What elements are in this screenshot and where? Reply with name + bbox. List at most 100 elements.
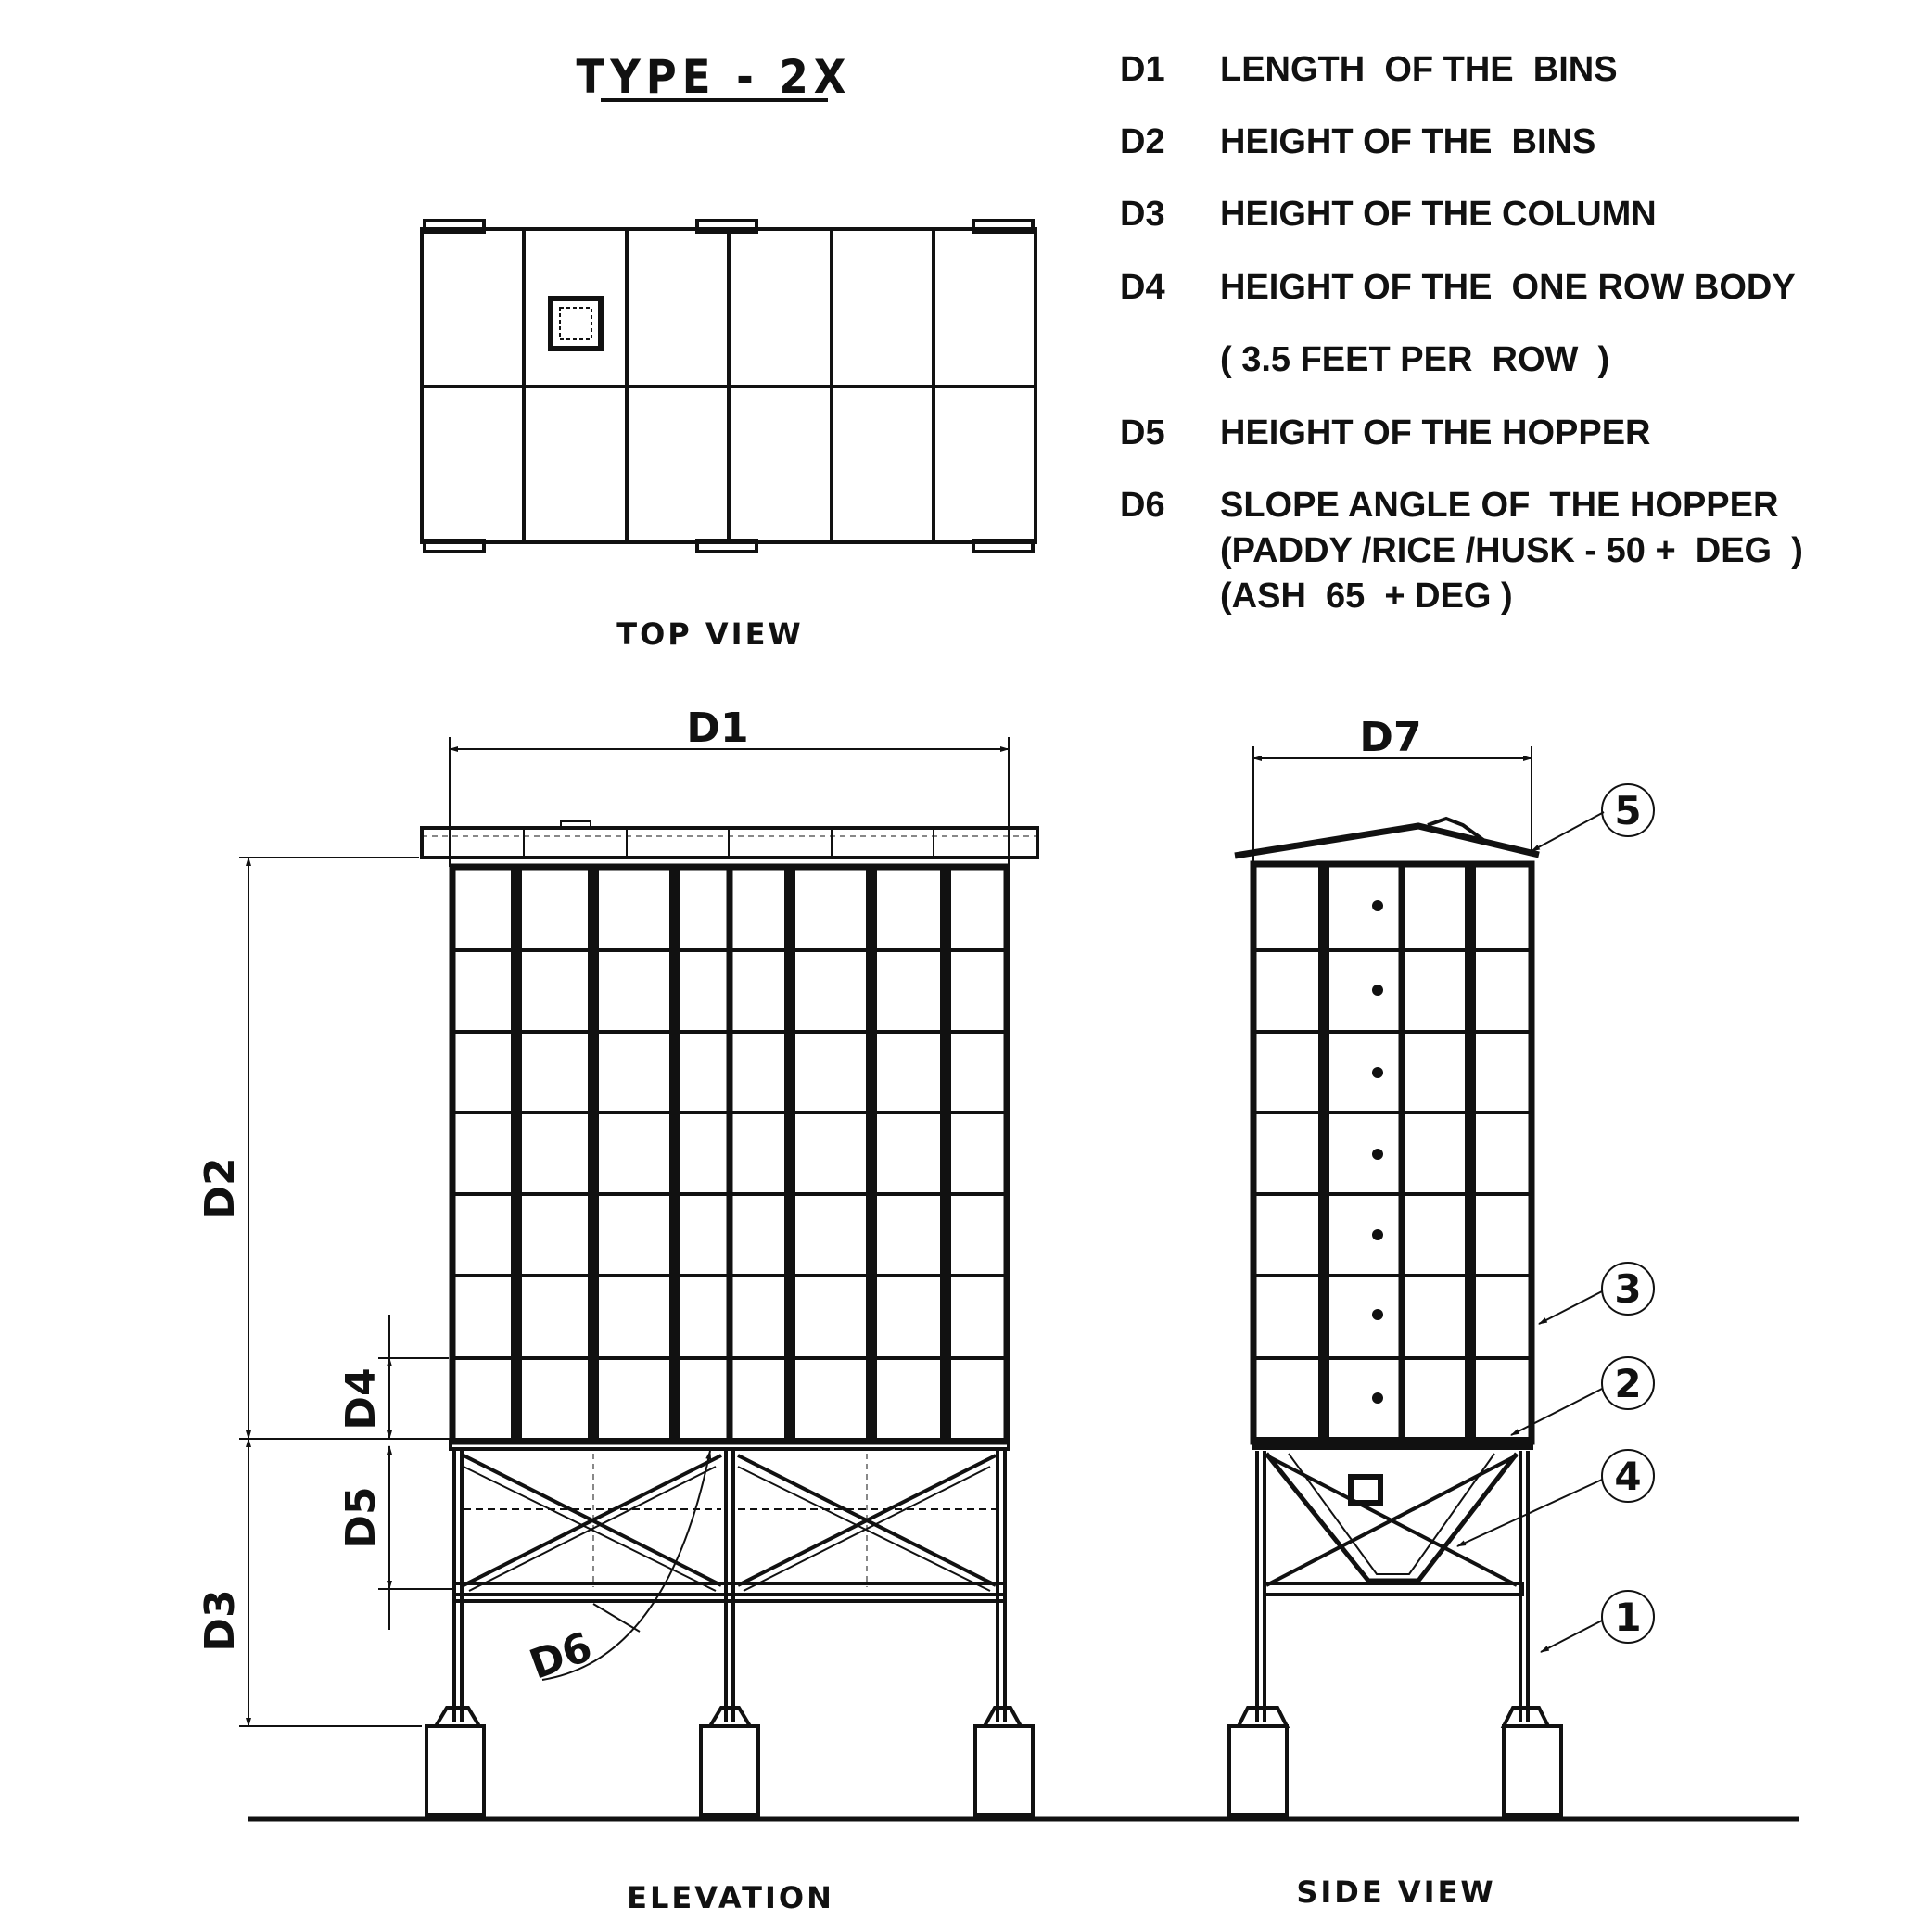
legend-item-d2: D2 HEIGHT OF THE BINS [1120, 122, 1595, 161]
legend-text: HEIGHT OF THE HOPPER [1220, 413, 1650, 452]
bracing [737, 1466, 991, 1592]
base-gusset [706, 1706, 754, 1728]
drawing-title: TYPE - 2X [577, 50, 852, 104]
legend-code: D1 [1120, 50, 1165, 89]
callout-leader [1456, 1479, 1603, 1547]
ladder-rung [1372, 985, 1383, 996]
roof-vent [560, 820, 591, 830]
callout-5: 5 [1531, 783, 1655, 852]
legend-item-d1: D1 LENGTH OF THE BINS [1120, 50, 1618, 89]
callout-balloon [1601, 1449, 1655, 1503]
top-view: TOP VIEW [420, 219, 1037, 652]
d2-label: D2 [197, 1157, 244, 1219]
column-cap [695, 219, 758, 234]
elevation-view: D1 [197, 705, 1039, 1817]
column-cap [972, 539, 1035, 553]
tie-beam [1263, 1582, 1524, 1596]
legend-code: D3 [1120, 195, 1165, 234]
footing [1502, 1724, 1563, 1817]
callout-balloon [1601, 1262, 1655, 1316]
legend-text: HEIGHT OF THE COLUMN [1220, 195, 1657, 234]
legend-text: (PADDY /RICE /HUSK - 50 + DEG ) [1220, 531, 1803, 570]
legend-item-d4: D4 HEIGHT OF THE ONE ROW BODY ( 3.5 FEET… [1120, 268, 1796, 379]
legend-code: D5 [1120, 413, 1165, 452]
callout-leader [1540, 1620, 1603, 1653]
ladder-rung [1372, 900, 1383, 911]
d6-angle-arc [541, 1450, 712, 1681]
legend-text: LENGTH OF THE BINS [1220, 50, 1618, 89]
top-view-label: TOP VIEW [616, 616, 803, 652]
callout-balloon [1601, 1356, 1655, 1410]
side-view-label: SIDE VIEW [1296, 1875, 1495, 1910]
ladder-rung [1372, 1149, 1383, 1160]
footing [699, 1724, 760, 1817]
bracing [468, 1466, 717, 1592]
legend-code: D6 [1120, 486, 1165, 525]
side-bin-body [1250, 860, 1535, 1445]
callout-number: 3 [1614, 1266, 1641, 1312]
legend-text: HEIGHT OF THE ONE ROW BODY [1220, 268, 1796, 307]
legend: D1 LENGTH OF THE BINS D2 HEIGHT OF THE B… [1120, 50, 1803, 616]
d3-label: D3 [197, 1589, 244, 1651]
callout-1: 1 [1540, 1590, 1655, 1653]
hopper-cone [1265, 1452, 1519, 1583]
hopper-structure [452, 1451, 1007, 1722]
roof-vent [1427, 816, 1485, 842]
side-foundations [1227, 1706, 1563, 1817]
footing [973, 1724, 1035, 1817]
side-ring-beam [1252, 1437, 1533, 1450]
column-cap [695, 539, 758, 553]
column-cap [972, 219, 1035, 234]
d5-label: D5 [337, 1486, 385, 1548]
footing [1227, 1724, 1289, 1817]
legend-item-d3: D3 HEIGHT OF THE COLUMN [1120, 195, 1657, 234]
d6-leader [592, 1603, 641, 1633]
hopper-cone-inner [1288, 1453, 1495, 1575]
legend-text: SLOPE ANGLE OF THE HOPPER [1220, 486, 1778, 525]
callout-number: 5 [1614, 788, 1641, 833]
gable-roof [1234, 822, 1540, 859]
d4-label: D4 [337, 1367, 385, 1430]
d6-label: D6 [524, 1623, 599, 1689]
foundations [425, 1706, 1035, 1817]
side-hopper-structure [1255, 1451, 1530, 1722]
legend-text: HEIGHT OF THE BINS [1220, 122, 1595, 161]
column-cap [423, 219, 486, 234]
callout-leader [1531, 811, 1605, 852]
d7-label: D7 [1359, 714, 1421, 761]
column-cap [423, 539, 486, 553]
title-text: TYPE - 2X [577, 50, 852, 104]
legend-item-d6: D6 SLOPE ANGLE OF THE HOPPER (PADDY /RIC… [1120, 486, 1803, 616]
tie-beam [452, 1582, 1007, 1596]
inspection-door [1348, 1474, 1383, 1506]
legend-code: D2 [1120, 122, 1165, 161]
elevation-label: ELEVATION [627, 1880, 834, 1915]
callout-number: 2 [1614, 1361, 1641, 1406]
callout-2: 2 [1510, 1356, 1655, 1436]
callout-number: 1 [1614, 1595, 1641, 1640]
callout-balloon [1601, 783, 1655, 837]
bracing [463, 1454, 722, 1587]
callout-4: 4 [1456, 1449, 1655, 1547]
side-view: D7 [1227, 714, 1655, 1817]
base-gusset [981, 1706, 1024, 1728]
callout-leader [1538, 1290, 1603, 1325]
legend-item-d5: D5 HEIGHT OF THE HOPPER [1120, 413, 1650, 452]
callout-leader [1510, 1388, 1603, 1436]
ladder-rung [1372, 1229, 1383, 1240]
bracing [1265, 1454, 1518, 1587]
manhole-inner [559, 307, 592, 340]
legend-text: ( 3.5 FEET PER ROW ) [1220, 340, 1609, 379]
bin-body [449, 863, 1010, 1445]
manhole [548, 296, 604, 351]
legend-code: D4 [1120, 268, 1165, 307]
callout-number: 4 [1614, 1454, 1641, 1499]
footing [425, 1724, 486, 1817]
callout-3: 3 [1538, 1262, 1655, 1325]
d1-label: D1 [686, 705, 748, 752]
callout-balloon [1601, 1590, 1655, 1644]
ladder-rung [1372, 1067, 1383, 1078]
base-gusset [432, 1706, 483, 1728]
ladder-rung [1372, 1392, 1383, 1404]
